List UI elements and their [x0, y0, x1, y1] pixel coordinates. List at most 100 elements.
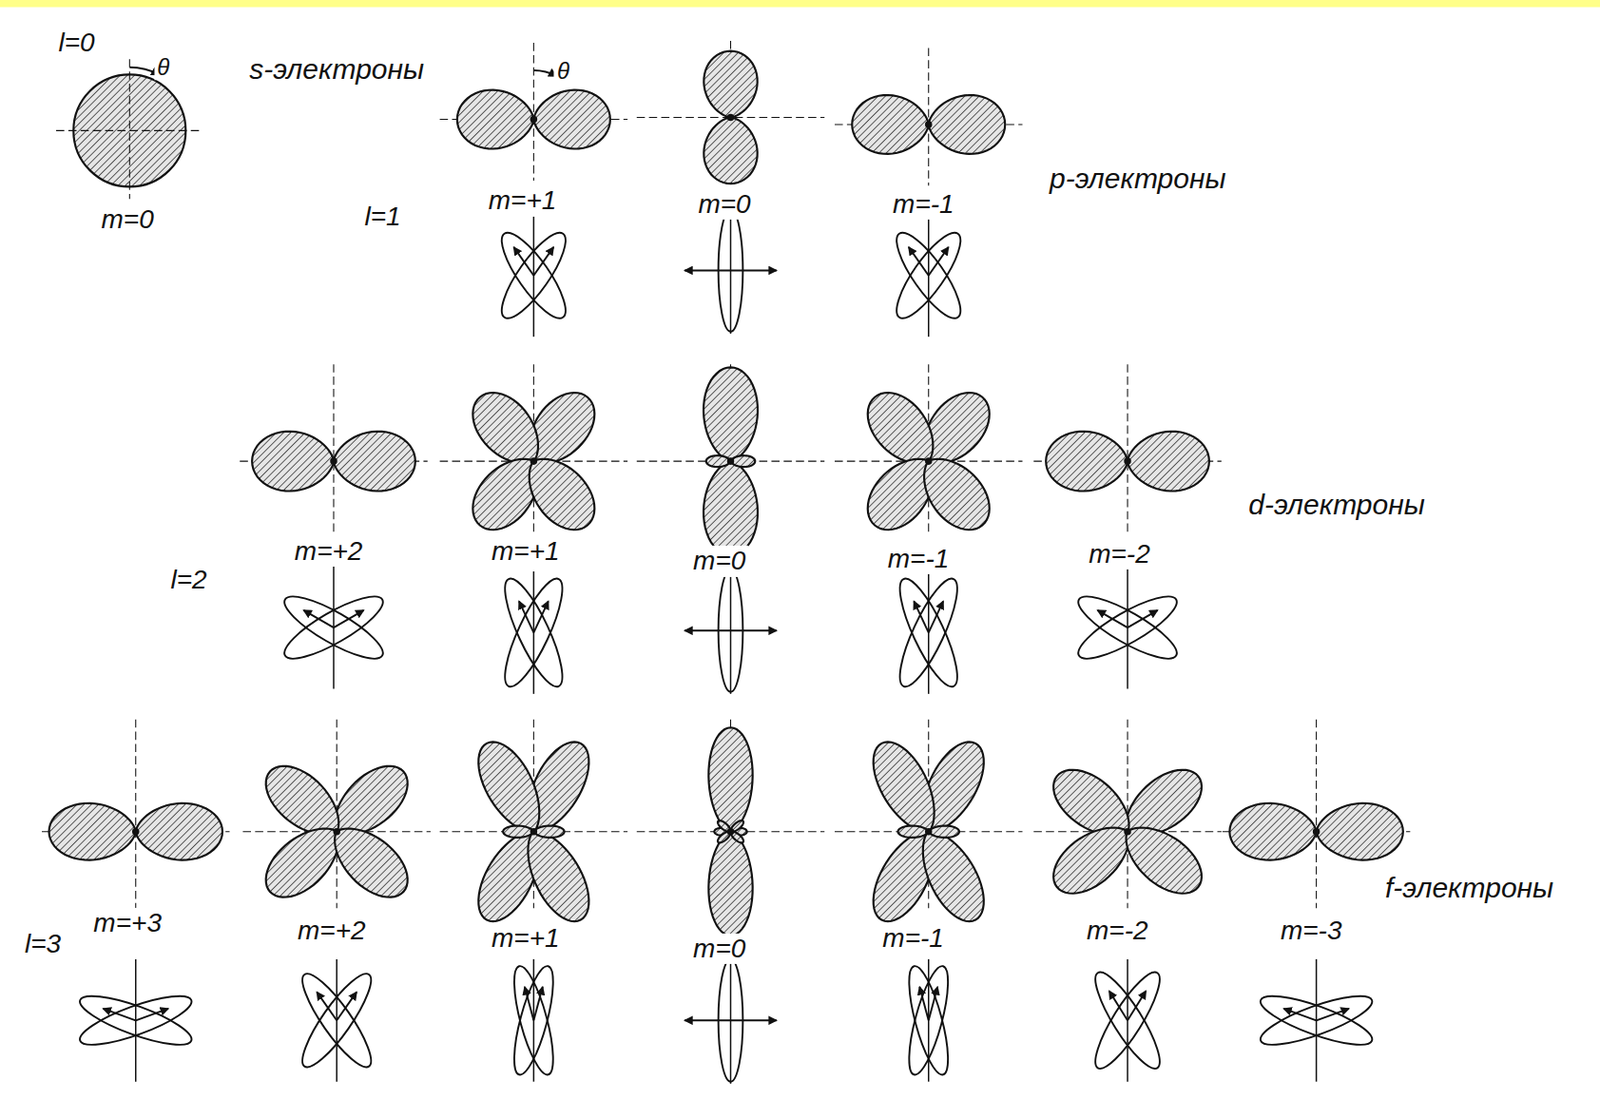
orbit-ellipse [292, 965, 381, 1075]
orbit-ellipse [292, 965, 381, 1075]
lobe [1045, 431, 1128, 492]
lobe [1053, 770, 1129, 836]
momentum-arrow [684, 269, 731, 271]
orbit-ellipse [506, 963, 562, 1079]
quantum-label: m=-1 [879, 923, 947, 954]
lobe [924, 392, 990, 463]
lobe [529, 459, 596, 530]
orbital-lobes [1033, 719, 1221, 909]
lobe [334, 766, 408, 835]
momentum-arrow [684, 629, 731, 632]
orbit-sketch [1071, 566, 1184, 690]
lobe [924, 459, 990, 530]
quantum-label: m=-3 [1277, 915, 1346, 946]
quantum-label: l=2 [167, 564, 210, 596]
lobe [731, 455, 756, 467]
lobe [1229, 803, 1316, 861]
lobe [49, 803, 136, 861]
axis [56, 130, 204, 132]
orbit-sketch [292, 959, 381, 1082]
orbital-lobes [636, 719, 825, 937]
lobe [457, 90, 535, 150]
orbit-ellipse [889, 572, 968, 693]
axis [332, 364, 334, 533]
lobe [708, 727, 752, 831]
group-title: s-электроны [246, 53, 427, 87]
quantum-label: l=1 [361, 200, 404, 232]
nucleus-dot [1123, 828, 1132, 836]
momentum-arrow [908, 247, 929, 276]
momentum-arrow [316, 991, 337, 1021]
nucleus-dot [530, 457, 539, 465]
lobe [708, 831, 752, 936]
quantum-label: m=+3 [90, 907, 165, 939]
quantum-label: θ [154, 54, 173, 81]
momentum-arrow [533, 247, 554, 276]
momentum-arrow [1127, 990, 1146, 1021]
momentum-arrow [1283, 1008, 1316, 1021]
momentum-arrow [1109, 990, 1128, 1021]
lobe [703, 366, 758, 462]
axis [533, 42, 535, 181]
lobe [928, 826, 960, 838]
group-title: f-электроны [1382, 871, 1557, 906]
orbit-sketch [684, 207, 777, 334]
lobe [502, 826, 534, 838]
lobe [1316, 803, 1404, 861]
lobe [529, 392, 596, 463]
orbit-ellipse [886, 225, 971, 327]
orbital-lobes [636, 364, 825, 556]
lobe [923, 830, 984, 922]
momentum-arrow [524, 986, 534, 1021]
lobe [251, 431, 334, 492]
lobe [472, 392, 539, 463]
quantum-label: m=+1 [488, 923, 563, 954]
quantum-label: m=-2 [1085, 539, 1154, 570]
orbit-sketch [889, 571, 968, 694]
orbit-sketch [901, 959, 957, 1082]
orbit-sketch [75, 959, 196, 1082]
nucleus-dot [530, 828, 539, 836]
orbit-sketch [1255, 959, 1377, 1082]
quantum-label: m=-1 [885, 543, 953, 575]
orbital-lobes [239, 364, 427, 533]
orbit-ellipse [1255, 986, 1377, 1055]
orbit-ellipse [886, 225, 971, 327]
orbit-sketch [494, 571, 573, 694]
orbit-ellipse [1085, 964, 1170, 1076]
lobe [867, 459, 934, 530]
lobe [1053, 828, 1129, 894]
orbit-ellipse [1085, 964, 1170, 1076]
orbit-ellipse [491, 225, 576, 327]
momentum-arrow [919, 986, 928, 1021]
orbit-ellipse [277, 586, 390, 670]
momentum-arrow [513, 247, 534, 276]
nucleus-dot [925, 828, 933, 836]
axis [927, 47, 929, 186]
quantum-label: l=0 [55, 27, 97, 58]
lobe [135, 803, 223, 861]
nucleus-dot [727, 457, 735, 465]
momentum-arrow [102, 1008, 135, 1021]
orbital-lobes [636, 40, 825, 184]
nucleus-dot [1123, 457, 1132, 465]
momentum-arrow [928, 247, 949, 276]
momentum-arrow [731, 629, 777, 632]
momentum-arrow [913, 600, 928, 633]
orbital-lobes [834, 47, 1022, 186]
axis [134, 719, 136, 909]
s-orbital [56, 58, 204, 199]
quantum-label: m=+2 [291, 536, 367, 567]
quantum-label: m=+2 [294, 915, 369, 946]
lobe [867, 392, 934, 463]
lobe [478, 741, 540, 832]
nucleus-dot [727, 114, 735, 122]
top-band [0, 0, 1600, 8]
axis [1315, 719, 1317, 909]
orbit-ellipse [491, 225, 576, 327]
orbital-lobes [440, 719, 628, 922]
lobe [533, 90, 611, 150]
